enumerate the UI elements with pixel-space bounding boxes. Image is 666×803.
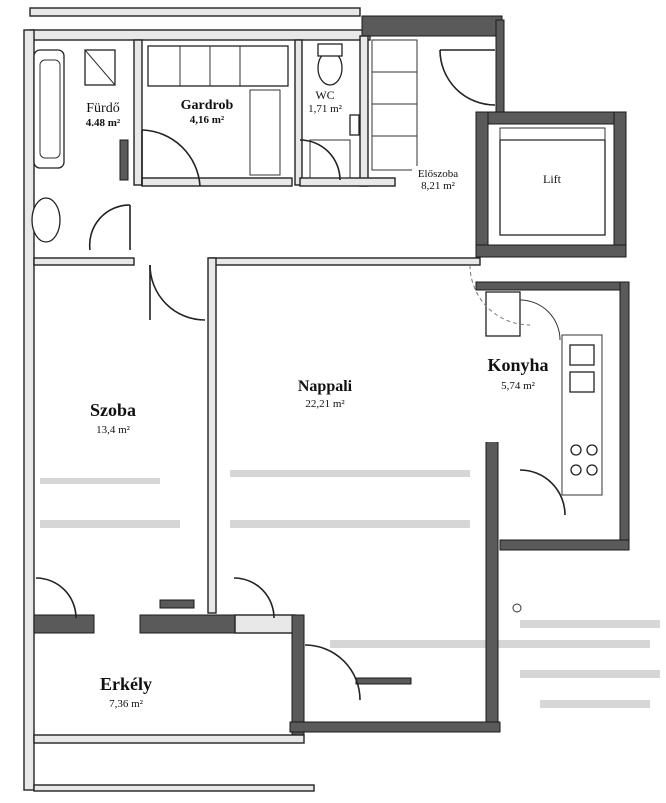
room-area: 8,21 m² xyxy=(421,180,455,192)
room-name: Nappali xyxy=(297,378,353,395)
room-area: 1,71 m² xyxy=(308,103,342,115)
room-area: 13,4 m² xyxy=(96,424,130,436)
label-patch-eloszoba xyxy=(412,166,464,238)
doors xyxy=(35,49,566,701)
room-area: 4.48 m² xyxy=(85,117,121,129)
room-name: Fürdő xyxy=(86,101,120,116)
room-szoba: Szoba 13,4 m² xyxy=(78,400,148,436)
room-konyha: Konyha 5,74 m² xyxy=(478,355,558,392)
label-patch-erkely xyxy=(84,664,238,716)
room-name: Konyha xyxy=(487,355,549,375)
label-patch-konyha xyxy=(478,350,558,442)
room-gardrob: Gardrob 4,16 m² xyxy=(172,98,242,126)
room-name: WC xyxy=(315,88,335,102)
room-area: 5,74 m² xyxy=(501,380,535,392)
room-name: Előszoba xyxy=(417,168,459,180)
fixtures xyxy=(31,39,606,685)
room-furdo: Fürdő 4.48 m² xyxy=(78,101,128,129)
room-area: 22,21 m² xyxy=(305,398,345,410)
label-patch-szoba xyxy=(78,386,184,464)
room-area: 7,36 m² xyxy=(109,698,143,710)
room-name: Szoba xyxy=(89,400,136,420)
label-patch-nappali xyxy=(312,384,446,464)
room-name: Erkély xyxy=(100,674,152,694)
walls xyxy=(23,7,630,792)
room-eloszoba: Előszoba 8,21 m² xyxy=(410,168,466,192)
room-nappali: Nappali 22,21 m² xyxy=(282,378,368,410)
room-area: 4,16 m² xyxy=(189,114,225,126)
room-wc: WC 1,71 m² xyxy=(300,88,350,115)
room-name: Lift xyxy=(543,172,561,186)
room-name: Gardrob xyxy=(180,98,234,113)
room-lift: Lift xyxy=(527,172,577,187)
room-erkely: Erkély 7,36 m² xyxy=(88,674,164,710)
